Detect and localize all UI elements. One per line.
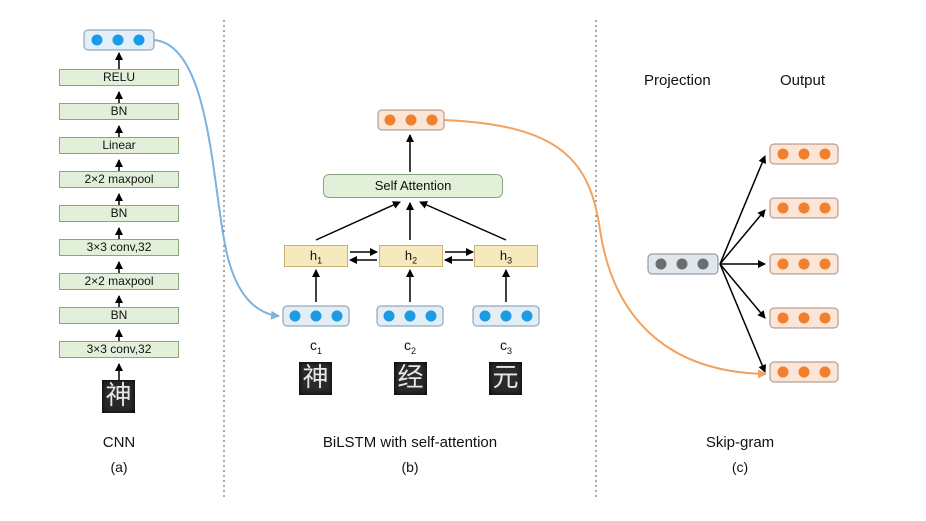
input-to-hidden-arrows	[312, 269, 510, 302]
output-header: Output	[780, 72, 826, 89]
cnn-layer-conv: 3×3 conv,32	[59, 239, 179, 256]
cnn-title: CNN	[102, 434, 136, 451]
cnn-layer-maxpool: 2×2 maxpool	[59, 171, 179, 188]
skipgram-subfigure-label: (c)	[731, 459, 749, 475]
hidden-state-1: h1	[284, 245, 348, 267]
bidirectional-arrows	[349, 248, 474, 264]
cnn-layer-conv: 3×3 conv,32	[59, 341, 179, 358]
bilstm-to-skipgram-curve	[443, 119, 767, 379]
attention-output-vector	[377, 109, 445, 131]
projection-header: Projection	[644, 72, 711, 89]
skipgram-output-vectors	[769, 143, 839, 383]
bilstm-subfigure-label: (b)	[401, 459, 419, 475]
char-label-3: c3	[499, 337, 512, 356]
skipgram-arrows	[719, 155, 766, 373]
cnn-layer-relu: RELU	[59, 69, 179, 86]
cnn-to-bilstm-curve	[153, 39, 280, 320]
cnn-subfigure-label: (a)	[110, 459, 128, 475]
skipgram-title: Skip-gram	[705, 434, 775, 451]
cnn-layer-bn: BN	[59, 205, 179, 222]
char-glyph-1: 神	[299, 362, 332, 395]
hidden-state-3: h3	[474, 245, 538, 267]
cnn-input-glyph: 神	[102, 380, 135, 413]
cnn-output-vector	[83, 29, 155, 51]
char-glyph-3: 元	[489, 362, 522, 395]
self-attention-box: Self Attention	[323, 174, 503, 198]
char-label-1: c1	[309, 337, 322, 356]
cnn-layer-maxpool: 2×2 maxpool	[59, 273, 179, 290]
bilstm-title: BiLSTM with self-attention	[322, 434, 498, 451]
hidden-state-2: h2	[379, 245, 443, 267]
cnn-layer-bn: BN	[59, 307, 179, 324]
projection-vector	[647, 253, 719, 275]
hidden-to-attention-arrows	[315, 134, 507, 241]
cnn-layer-bn: BN	[59, 103, 179, 120]
char-glyph-2: 经	[394, 362, 427, 395]
input-vectors	[282, 305, 540, 327]
cnn-layer-linear: Linear	[59, 137, 179, 154]
char-label-2: c2	[403, 337, 416, 356]
